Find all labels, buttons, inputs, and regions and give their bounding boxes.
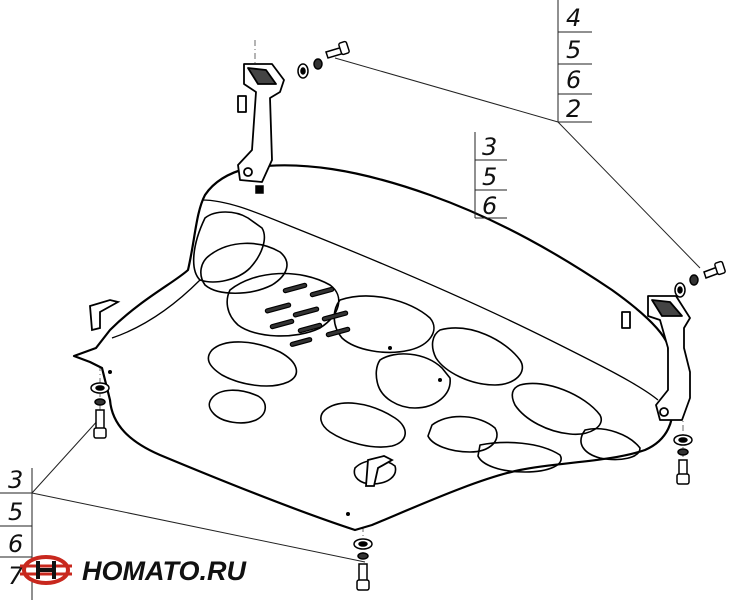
skid-plate: [72, 164, 674, 532]
bolt-left: [90, 382, 110, 439]
callout-label: 2: [566, 95, 581, 123]
bracket-right: [621, 295, 691, 421]
callout-label: 7: [8, 562, 24, 590]
rib-upper-2: [333, 295, 435, 354]
rib-left-top: [192, 211, 266, 283]
bolt-right-lower: [673, 434, 693, 485]
callout-label: 3: [482, 133, 497, 161]
bracket-left: [237, 63, 285, 183]
callout-label: 5: [482, 163, 497, 191]
plate-left-edge-line: [111, 279, 201, 339]
opening-lower-left: [208, 389, 267, 424]
tab-bottom: [365, 455, 394, 487]
logo-emblem-icon: [20, 555, 72, 585]
tab-left: [89, 299, 121, 332]
callout-label: 6: [482, 192, 497, 220]
rib-right-1: [511, 382, 603, 436]
nut-center: [255, 185, 264, 194]
homato-logo: HOMATO.RU: [20, 555, 247, 586]
rib-upper-3: [431, 327, 524, 386]
leader-line-bottom-bolt: [31, 492, 366, 563]
callout-label: 3: [8, 466, 23, 494]
leader-line-left-bolt: [31, 417, 101, 494]
opening-lower-right: [477, 441, 562, 473]
louvre-slots: [264, 282, 351, 347]
callout-middle: 3 5 6: [474, 132, 507, 220]
callout-bottom-left: 3 5 6 7: [0, 466, 33, 600]
plate-bend-line: [201, 199, 659, 401]
rib-left-mid: [200, 242, 288, 294]
bolt-top: [297, 40, 350, 79]
logo-text: HOMATO.RU: [82, 556, 247, 586]
callout-label: 4: [566, 4, 581, 32]
callout-label: 6: [8, 530, 23, 558]
plate-ribs: [192, 211, 641, 485]
callout-label: 5: [566, 36, 581, 64]
leader-line-top-bolt: [334, 57, 559, 123]
fasteners: [90, 40, 726, 591]
opening-center: [320, 402, 406, 448]
callout-label: 5: [8, 498, 23, 526]
oval-hole-right: [427, 415, 498, 453]
callout-label: 6: [566, 66, 581, 94]
callout-top-right: 4 5 6 2: [557, 0, 592, 123]
plate-outline: [72, 164, 674, 532]
opening-left: [207, 341, 298, 387]
rib-right-2: [580, 428, 641, 461]
round-hole: [375, 353, 451, 409]
bolt-right: [674, 260, 726, 298]
bolt-bottom: [353, 538, 373, 591]
leader-line-right-bolt: [557, 121, 701, 269]
plate-holes: [108, 346, 442, 516]
